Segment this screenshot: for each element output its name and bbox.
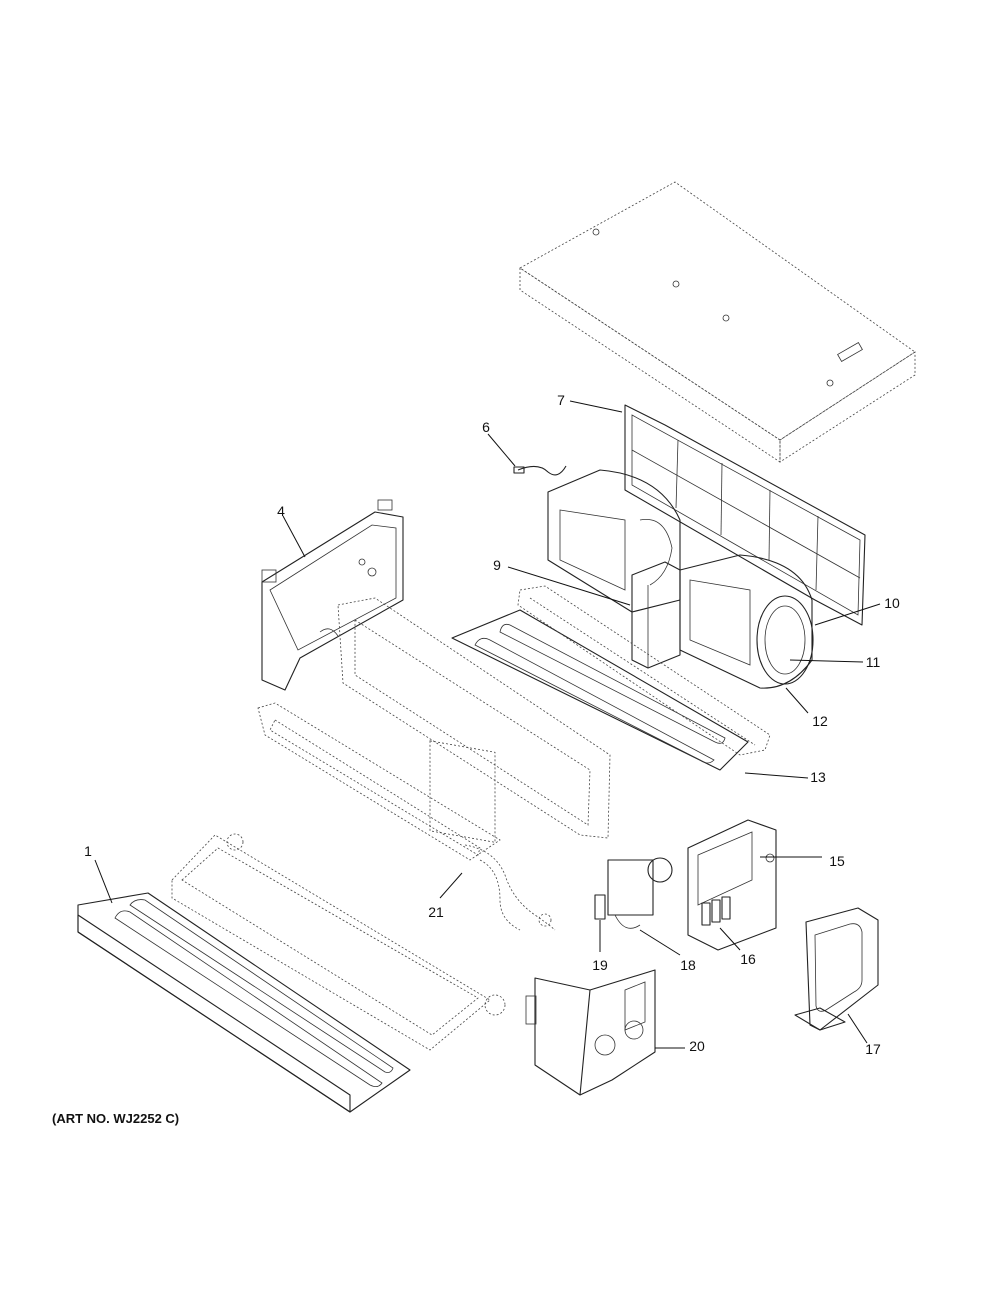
callout-1: 1: [84, 843, 92, 859]
callout-18: 18: [680, 957, 696, 973]
callout-4: 4: [277, 503, 285, 519]
part-15-control-box[interactable]: [687, 819, 777, 951]
part-7-filter[interactable]: [624, 404, 866, 626]
callout-12: 12: [812, 713, 828, 729]
partition-panel: [337, 597, 611, 843]
part-16-terminal-block[interactable]: [701, 896, 731, 926]
callout-13: 13: [810, 769, 826, 785]
callout-21: 21: [428, 904, 444, 920]
art-number: (ART NO. WJ2252 C): [52, 1111, 180, 1126]
leader-lines: [94, 400, 881, 1049]
part-17-side-panel[interactable]: [794, 907, 879, 1031]
callout-15: 15: [829, 853, 845, 869]
callout-11: 11: [866, 654, 881, 670]
part-18-valve[interactable]: [607, 857, 673, 929]
callout-7: 7: [557, 392, 565, 408]
evaporator-coil: [257, 702, 501, 861]
drain-pan: [171, 833, 506, 1051]
part-9-motor-cover[interactable]: [631, 561, 681, 669]
refrigerant-tubing: [464, 844, 556, 931]
callout-16: 16: [740, 951, 756, 967]
heater-strip: [517, 585, 771, 756]
callout-6: 6: [482, 419, 490, 435]
part-6-sensor[interactable]: [513, 465, 567, 476]
callout-10: 10: [884, 595, 900, 611]
callout-17: 17: [865, 1041, 881, 1057]
part-20-housing[interactable]: [525, 969, 656, 1096]
part-1-base-pan[interactable]: [77, 892, 411, 1113]
part-13-tray[interactable]: [451, 609, 749, 771]
top-cover: [519, 181, 916, 463]
callout-20: 20: [689, 1038, 705, 1054]
callout-9: 9: [493, 557, 501, 573]
callout-19: 19: [592, 957, 608, 973]
part-19-coil[interactable]: [594, 894, 606, 920]
part-4-bracket[interactable]: [261, 499, 404, 691]
